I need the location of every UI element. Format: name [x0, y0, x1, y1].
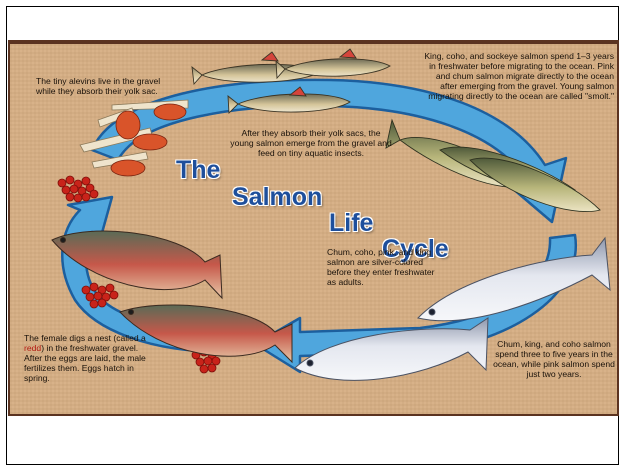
caption-smolt: King, coho, and sockeye salmon spend 1–3… [418, 51, 614, 101]
redd-term: redd [24, 343, 41, 353]
caption-adults-return: Chum, coho, pink, and king salmon are si… [327, 247, 439, 287]
caption-alevins: The tiny alevins live in the gravel whil… [36, 76, 161, 96]
title-life: Life [329, 209, 373, 238]
egg-cluster [58, 176, 98, 202]
caption-ocean: Chum, king, and coho salmon spend three … [492, 339, 616, 379]
title-salmon: Salmon [232, 183, 322, 212]
caption-spawning-part2: ) in the freshwater gravel. After the eg… [24, 343, 146, 383]
caption-spawning-part1: The female digs a nest (called a [24, 333, 146, 343]
title-the: The [176, 156, 220, 185]
caption-fry: After they absorb their yolk sacs, the y… [230, 128, 392, 158]
caption-spawning: The female digs a nest (called a redd) i… [24, 333, 156, 383]
